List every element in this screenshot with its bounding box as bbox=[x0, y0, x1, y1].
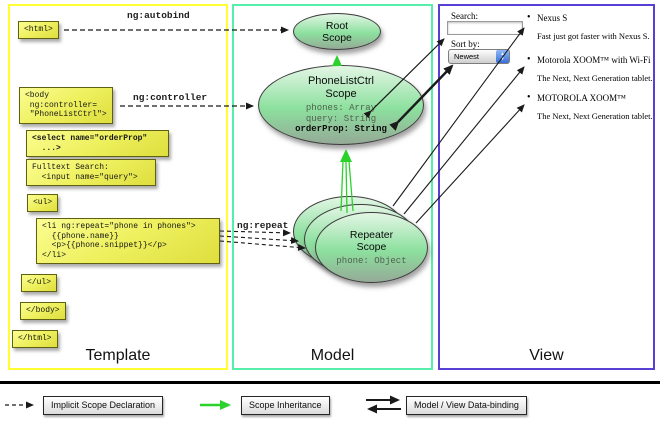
legend-binding-box: Model / View Data-binding bbox=[406, 396, 527, 415]
code-body-open: <body ng:controller= "PhoneListCtrl"> bbox=[19, 87, 113, 124]
legend-implicit-box: Implicit Scope Declaration bbox=[43, 396, 164, 415]
sort-by-label: Sort by: bbox=[451, 39, 480, 49]
code-ul-open: <ul> bbox=[27, 194, 59, 212]
phone-list-item: Motorola XOOM™ with Wi-Fi The Next, Next… bbox=[527, 54, 659, 83]
phone-snippet: Fast just got faster with Nexus S. bbox=[537, 31, 650, 41]
code-select: <select name="orderProp" ...> bbox=[26, 130, 169, 157]
legend-inheritance-box: Scope Inheritance bbox=[241, 396, 330, 415]
view-column-label: View bbox=[529, 347, 564, 364]
phone-list-item: Nexus S Fast just got faster with Nexus … bbox=[527, 12, 659, 41]
repeat-label: ng:repeat bbox=[237, 220, 289, 231]
phone-name: Nexus S bbox=[527, 12, 659, 23]
phone-name: Motorola XOOM™ with Wi-Fi bbox=[527, 54, 659, 65]
model-column: Model bbox=[232, 4, 433, 370]
phone-name: MOTOROLA XOOM™ bbox=[527, 92, 659, 103]
root-scope-ellipse: Root Scope bbox=[293, 13, 381, 50]
code-fulltext-search: Fulltext Search: <input name="query"> bbox=[26, 159, 156, 186]
search-label: Search: bbox=[451, 11, 478, 21]
phonelistctrl-scope-ellipse: PhoneListCtrl Scope phones: Array query:… bbox=[258, 65, 424, 145]
controller-label: ng:controller bbox=[133, 92, 208, 103]
model-column-label: Model bbox=[310, 347, 355, 364]
repeater-scope-ellipse: Repeater Scope phone: Object bbox=[315, 212, 428, 283]
sort-dropdown-value: Newest bbox=[454, 52, 480, 61]
code-html-open: <html> bbox=[18, 21, 59, 39]
code-body-close: </body> bbox=[20, 302, 66, 320]
code-li-repeat: <li ng:repeat="phone in phones"> {{phone… bbox=[36, 218, 220, 264]
prop-orderprop: orderProp: String bbox=[295, 124, 387, 135]
dropdown-stepper-icon: ▲▼ bbox=[496, 50, 509, 63]
legend-separator-line bbox=[0, 381, 660, 384]
search-input[interactable] bbox=[447, 21, 523, 35]
autobind-label: ng:autobind bbox=[127, 10, 190, 21]
root-scope-title: Root Scope bbox=[322, 19, 352, 44]
phone-list-item: MOTOROLA XOOM™ The Next, Next Generation… bbox=[527, 92, 659, 121]
phone-snippet: The Next, Next Generation tablet. bbox=[537, 73, 653, 83]
phonelistctrl-scope-title: PhoneListCtrl Scope bbox=[307, 75, 375, 101]
prop-phones: phones: Array bbox=[305, 103, 377, 114]
repeater-scope-title: Repeater Scope bbox=[349, 228, 394, 253]
prop-query: query: String bbox=[305, 113, 377, 124]
code-ul-close: </ul> bbox=[21, 274, 58, 292]
phone-snippet: The Next, Next Generation tablet. bbox=[537, 111, 653, 121]
prop-phone: phone: Object bbox=[336, 255, 407, 266]
sort-dropdown[interactable]: Newest ▲▼ bbox=[448, 49, 510, 64]
template-column-label: Template bbox=[85, 347, 151, 364]
code-html-close: </html> bbox=[12, 330, 58, 348]
